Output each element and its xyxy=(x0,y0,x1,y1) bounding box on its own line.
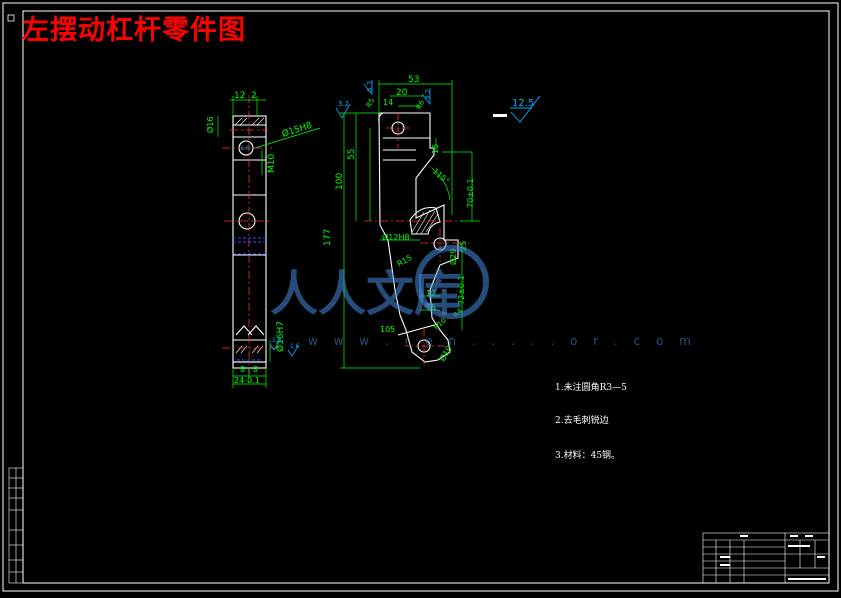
svg-text:177: 177 xyxy=(323,229,333,246)
svg-text:100: 100 xyxy=(335,173,345,190)
drawing-title: 左摆动杠杆零件图 xyxy=(22,15,246,46)
svg-text:Ø16H7: Ø16H7 xyxy=(275,321,286,352)
general-roughness-value: 12.5 xyxy=(512,98,534,109)
note-2: 2.去毛刺锐边 xyxy=(555,416,609,426)
svg-text:115°: 115° xyxy=(431,167,452,186)
svg-text:R6: R6 xyxy=(415,98,427,111)
left-strip xyxy=(8,467,24,584)
side-view-roughness: 1.6 1.6 1.6 xyxy=(240,145,300,350)
front-view-dims xyxy=(340,80,480,369)
svg-text:1.6: 1.6 xyxy=(272,337,282,344)
note-3: 3.材料：45钢。 xyxy=(555,451,621,461)
watermark-url: w w w . r e n . . . . . o r . c o m xyxy=(308,334,697,348)
corner-mark xyxy=(7,14,15,22)
svg-text:55: 55 xyxy=(347,149,357,160)
watermark-text: 人人文库 xyxy=(270,266,463,322)
svg-text:Ø29: Ø29 xyxy=(448,249,458,265)
svg-text:6.3: 6.3 xyxy=(366,81,374,92)
svg-text:72±0.1: 72±0.1 xyxy=(457,275,466,305)
svg-text:M10: M10 xyxy=(267,154,277,173)
svg-text:2: 2 xyxy=(251,91,257,101)
front-view-hatch xyxy=(411,209,439,235)
svg-text:25: 25 xyxy=(459,241,468,251)
svg-text:1.6: 1.6 xyxy=(290,343,300,350)
front-roughness: 3.2 6.3 3.2 xyxy=(338,81,432,108)
svg-text:53: 53 xyxy=(408,75,419,85)
svg-text:12: 12 xyxy=(426,289,436,298)
note-1: 1.未注圆角R3—5 xyxy=(555,383,627,393)
svg-text:14: 14 xyxy=(383,98,393,107)
svg-text:3.2: 3.2 xyxy=(338,100,349,108)
watermark-logo xyxy=(415,245,489,319)
svg-text:8: 8 xyxy=(253,365,258,374)
svg-text:70±0.1: 70±0.1 xyxy=(466,178,475,208)
svg-text:Ø15H8: Ø15H8 xyxy=(281,120,314,140)
title-block-marks xyxy=(720,535,826,580)
front-view-centerlines xyxy=(364,112,470,364)
svg-text:8: 8 xyxy=(240,365,245,374)
side-view-dims xyxy=(217,96,321,388)
roughness-note-mark xyxy=(493,114,507,117)
svg-text:24-0.1: 24-0.1 xyxy=(234,376,260,385)
svg-text:12: 12 xyxy=(234,91,245,101)
svg-text:Ø12H8: Ø12H8 xyxy=(382,232,410,242)
svg-text:20: 20 xyxy=(396,88,408,98)
side-roughness-marks xyxy=(269,339,299,357)
svg-text:3.2: 3.2 xyxy=(424,89,432,100)
svg-text:15: 15 xyxy=(431,144,440,154)
svg-text:R5: R5 xyxy=(365,97,377,109)
general-roughness xyxy=(510,95,541,123)
side-view-hatch xyxy=(234,117,265,354)
side-view-centerlines xyxy=(222,95,282,375)
svg-text:105: 105 xyxy=(380,325,395,334)
inner-border xyxy=(22,10,830,584)
side-view-hidden xyxy=(233,237,266,361)
svg-text:Ø16: Ø16 xyxy=(205,117,215,133)
svg-text:1.6: 1.6 xyxy=(240,145,250,152)
front-roughness-marks xyxy=(335,80,431,119)
title-block xyxy=(702,532,830,584)
side-view xyxy=(232,115,267,369)
front-view xyxy=(378,112,459,363)
